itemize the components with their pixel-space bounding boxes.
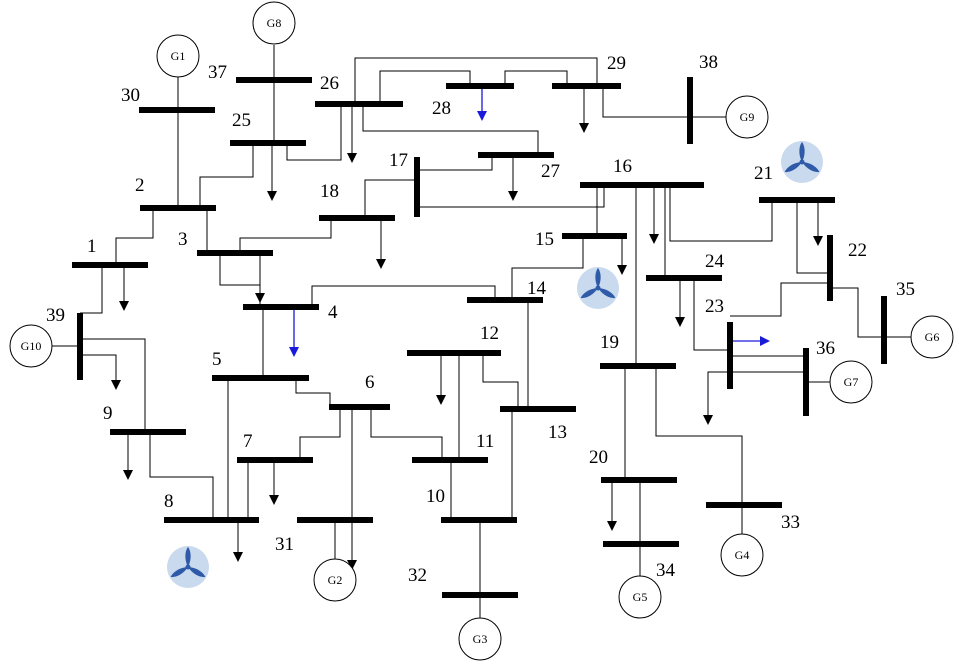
bus-label: 7 bbox=[243, 431, 253, 452]
generator-label: G2 bbox=[328, 573, 343, 587]
generator-icon: G2 bbox=[313, 558, 357, 602]
generator-label: G3 bbox=[473, 632, 488, 646]
generator-icon: G5 bbox=[618, 575, 662, 619]
generator-label: G8 bbox=[267, 16, 282, 30]
generator-icon: G4 bbox=[720, 533, 764, 577]
bus-label: 6 bbox=[365, 372, 375, 393]
generator-label: G9 bbox=[740, 110, 755, 124]
bus-label: 39 bbox=[46, 305, 65, 326]
bus-label: 33 bbox=[781, 512, 800, 533]
bus-label: 20 bbox=[589, 447, 608, 468]
bus-label: 29 bbox=[607, 53, 626, 74]
bus-label: 34 bbox=[656, 560, 676, 581]
bus-label: 32 bbox=[408, 565, 427, 586]
generator-label: G5 bbox=[633, 590, 648, 604]
loads bbox=[80, 86, 823, 570]
generator-icon: G10 bbox=[9, 324, 53, 368]
generator-icon: G9 bbox=[725, 95, 769, 139]
generator-icon: G3 bbox=[458, 617, 502, 661]
bus-label: 1 bbox=[87, 236, 97, 257]
bus-label: 13 bbox=[548, 422, 567, 443]
bus-label: 31 bbox=[275, 534, 294, 555]
bus-label: 3 bbox=[178, 229, 188, 250]
bus-label: 2 bbox=[135, 175, 145, 196]
bus-label: 30 bbox=[121, 85, 140, 106]
bus-label: 25 bbox=[232, 110, 251, 131]
bus-label: 11 bbox=[476, 431, 494, 452]
bus-labels: 1 2 3 4 5 6 7 8 9 10 11 12 13 14 15 16 1… bbox=[46, 52, 915, 586]
bus-label: 24 bbox=[705, 251, 725, 272]
bus-label: 35 bbox=[896, 279, 915, 300]
transmission-lines bbox=[52, 45, 911, 620]
buses bbox=[72, 77, 887, 598]
bus-label: 16 bbox=[613, 156, 632, 177]
generator-icon: G1 bbox=[156, 34, 200, 78]
bus-label: 26 bbox=[320, 73, 339, 94]
generator-icon: G8 bbox=[252, 1, 296, 45]
generator-label: G6 bbox=[925, 330, 940, 344]
bus-label: 21 bbox=[754, 163, 773, 184]
bus-label: 15 bbox=[535, 229, 554, 250]
wind-turbine-icon bbox=[781, 141, 823, 183]
generators: G1 G2 G3 G4 G5 G6 G7 G8 bbox=[9, 1, 954, 661]
load-arrow-icon bbox=[703, 371, 806, 425]
bus-label: 5 bbox=[212, 349, 222, 370]
wind-turbine-icon bbox=[167, 546, 209, 588]
generator-icon: G7 bbox=[829, 360, 873, 404]
bus-label: 22 bbox=[848, 240, 867, 261]
bus-label: 27 bbox=[541, 161, 560, 182]
generator-label: G7 bbox=[844, 375, 859, 389]
load-arrow-icon bbox=[80, 354, 121, 390]
bus-label: 36 bbox=[816, 338, 835, 359]
generator-icon: G6 bbox=[910, 315, 954, 359]
bus-label: 38 bbox=[699, 52, 718, 73]
bus-label: 4 bbox=[328, 302, 338, 323]
bus-label: 23 bbox=[705, 296, 724, 317]
bus-label: 37 bbox=[208, 62, 227, 83]
wind-turbine-icon bbox=[577, 267, 619, 309]
bus-label: 28 bbox=[432, 98, 451, 119]
generator-label: G4 bbox=[735, 548, 750, 562]
bus-label: 12 bbox=[480, 323, 499, 344]
generator-label: G1 bbox=[171, 49, 186, 63]
bus-label: 14 bbox=[527, 278, 547, 299]
bus-label: 17 bbox=[389, 150, 408, 171]
generator-label: G10 bbox=[21, 339, 42, 353]
bus-label: 19 bbox=[600, 332, 619, 353]
bus-label: 9 bbox=[103, 403, 113, 424]
bus-label: 8 bbox=[164, 491, 174, 512]
bus-label: 18 bbox=[320, 181, 339, 202]
bus-label: 10 bbox=[426, 486, 445, 507]
